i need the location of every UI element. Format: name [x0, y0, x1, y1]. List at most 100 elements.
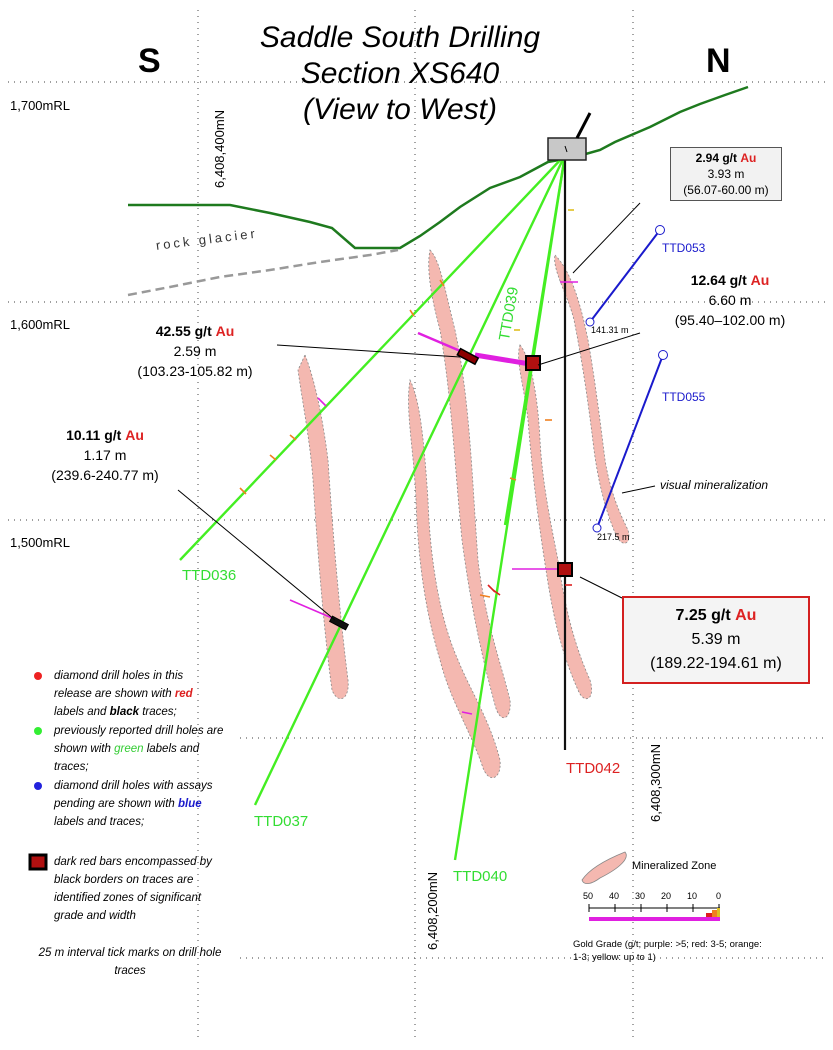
callout-12-64-grade: 12.64 g/t — [690, 272, 747, 288]
north-label: N — [706, 42, 731, 80]
grade-marks — [239, 209, 578, 715]
legend-blue-text: diamond drill holes with assays pending … — [54, 777, 224, 831]
scale-tick-10: 10 — [687, 891, 698, 901]
label-ttd053: TTD053 — [662, 241, 706, 255]
depth-ttd053: 141.31 m — [591, 325, 629, 335]
legend-blue-post: labels and traces; — [54, 816, 145, 828]
northing-200: 6,408,200mN — [425, 871, 440, 950]
legend-red-mid: labels and — [54, 706, 110, 718]
callout-12-64-width: 6.60 m — [708, 292, 752, 308]
legend-red-post: traces; — [139, 706, 177, 718]
callout-42-55-width: 2.59 m — [173, 343, 217, 359]
trace-ttd040 — [453, 154, 567, 861]
title-line-2: Section XS640 — [300, 57, 500, 90]
intercept-bar-7 — [557, 562, 573, 577]
label-ttd055: TTD055 — [662, 390, 706, 404]
callout-2-94-grade: 2.94 g/t — [695, 151, 737, 165]
label-ttd042: TTD042 — [566, 760, 621, 777]
callout-12-64-element: Au — [750, 272, 770, 288]
callout-2-94-interval: (56.07-60.00 m) — [683, 183, 769, 197]
legend-green-text: previously reported drill holes are show… — [54, 722, 224, 776]
legend-green-word: green — [114, 743, 144, 755]
legend-bar-icon — [28, 853, 48, 871]
scale-tick-30: 30 — [635, 891, 646, 901]
callout-42-55-interval: (103.23-105.82 m) — [137, 363, 253, 379]
legend-ticks-text: 25 m interval tick marks on drill hole t… — [38, 947, 222, 977]
scale-tick-40: 40 — [609, 891, 620, 901]
legend-blue-pre: diamond drill holes with assays pending … — [54, 780, 213, 810]
callout-10-11-width: 1.17 m — [83, 447, 127, 463]
legend-bars-text: dark red bars encompassed by black borde… — [54, 856, 212, 922]
label-ttd036: TTD036 — [182, 567, 237, 584]
rock-glacier-line — [127, 248, 399, 297]
end-ttd055 — [592, 523, 602, 533]
legend-red-pre: diamond drill holes in this release are … — [54, 670, 184, 700]
label-ttd037: TTD037 — [254, 813, 309, 830]
callout-10-11: 10.11 g/t Au 1.17 m (239.6-240.77 m) — [30, 425, 180, 485]
title-line-1: Saddle South Drilling — [259, 21, 541, 54]
callout-10-11-grade: 10.11 g/t — [66, 427, 122, 443]
leader-lines — [177, 202, 656, 621]
legend-red-dot — [34, 672, 42, 680]
legend-black-word: black — [109, 706, 140, 718]
callout-10-11-interval: (239.6-240.77 m) — [51, 467, 159, 483]
callout-7-25-width: 5.39 m — [691, 631, 741, 648]
elevation-1600: 1,600mRL — [10, 317, 70, 332]
title-line-3: (View to West) — [303, 93, 497, 126]
mineralized-zones — [297, 249, 630, 778]
northing-300: 6,408,300mN — [648, 743, 663, 822]
legend-scale-bar — [588, 904, 720, 921]
legend-red-text: diamond drill holes in this release are … — [54, 667, 224, 721]
depth-ttd055: 217.5 m — [597, 532, 630, 542]
south-label: S — [138, 42, 161, 80]
mineralized-zone-2 — [428, 249, 511, 718]
callout-12-64: 12.64 g/t Au 6.60 m (95.40–102.00 m) — [650, 270, 810, 330]
northing-400: 6,408,400mN — [212, 109, 227, 188]
trace-ttd055 — [596, 354, 664, 529]
visual-mineralization-label: visual mineralization — [660, 478, 769, 492]
scale-tick-50: 50 — [583, 891, 594, 901]
callout-7-25-interval: (189.22-194.61 m) — [650, 655, 782, 672]
collar-ttd055 — [658, 350, 668, 360]
callout-12-64-interval: (95.40–102.00 m) — [674, 312, 786, 328]
callout-2-94: 2.94 g/t Au 3.93 m (56.07-60.00 m) — [670, 147, 782, 201]
intercept-bar-12 — [525, 355, 541, 371]
legend-blue-word: blue — [178, 798, 202, 810]
legend-green-post: labels and traces; — [54, 743, 200, 773]
mineralized-zone-3 — [408, 378, 501, 778]
trace-ttd053 — [589, 229, 661, 323]
mineralized-zone-1 — [297, 353, 349, 700]
intercept-bar-42 — [456, 347, 480, 366]
legend-green-dot — [34, 727, 42, 735]
callout-42-55-element: Au — [215, 323, 235, 339]
callout-42-55: 42.55 g/t Au 2.59 m (103.23-105.82 m) — [115, 321, 275, 381]
diagram-title: Saddle South Drilling Section XS640 (Vie… — [200, 20, 600, 128]
drill-rig-icon — [547, 112, 592, 161]
green-drill-traces — [179, 154, 567, 861]
legend-zone-label: Mineralized Zone — [632, 860, 717, 872]
legend-green-pre: previously reported drill holes are show… — [54, 725, 224, 755]
trace-ttd037 — [253, 154, 567, 806]
topography-line — [128, 85, 749, 250]
legend-zone-swatch — [581, 851, 627, 884]
callout-10-11-element: Au — [125, 427, 144, 443]
mineralized-zone-4 — [518, 344, 592, 700]
callout-2-94-element: Au — [740, 151, 757, 165]
elevation-1700: 1,700mRL — [10, 98, 70, 113]
end-ttd053 — [585, 317, 595, 327]
elevation-1500: 1,500mRL — [10, 535, 70, 550]
legend-blue-dot — [34, 782, 42, 790]
label-ttd040: TTD040 — [453, 868, 508, 885]
collar-ttd053 — [655, 225, 665, 235]
callout-7-25-grade: 7.25 g/t — [675, 607, 731, 624]
mineralized-zone-5 — [554, 254, 630, 544]
legend-grade-label: Gold Grade (g/t; purple: >5; red: 3-5; o… — [573, 939, 762, 963]
callout-2-94-width: 3.93 m — [707, 167, 745, 181]
legend-red-word: red — [174, 688, 193, 700]
callout-7-25: 7.25 g/t Au 5.39 m (189.22-194.61 m) — [622, 596, 810, 684]
callout-7-25-element: Au — [735, 607, 757, 624]
scale-tick-0: 0 — [716, 891, 722, 901]
callout-42-55-grade: 42.55 g/t — [155, 323, 212, 339]
scale-tick-20: 20 — [661, 891, 672, 901]
